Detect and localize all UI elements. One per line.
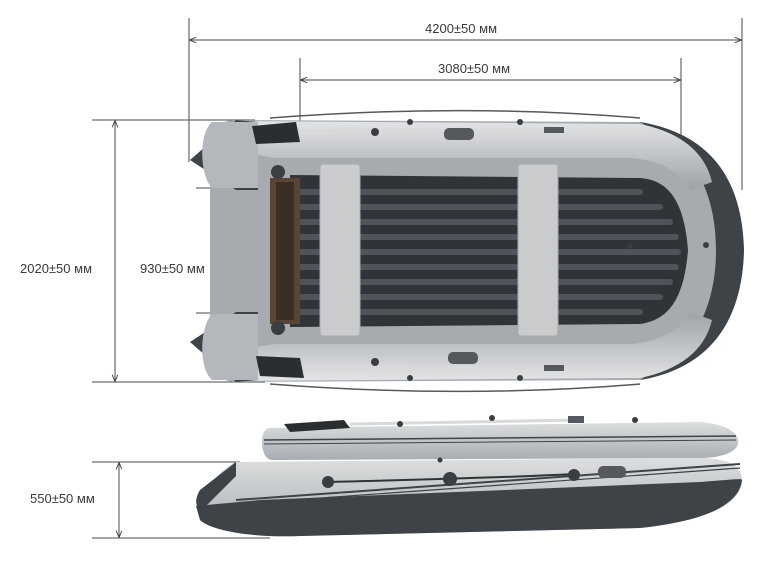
seat-rear: [319, 163, 361, 337]
inner-width-label: 930±50 мм: [138, 261, 207, 276]
boat-side-view: [196, 415, 742, 537]
starboard-tube: [236, 121, 712, 190]
side-oar: [284, 420, 350, 432]
side-fittings: [322, 415, 638, 488]
side-stripe-1: [235, 463, 741, 501]
port-tube-end: [202, 314, 258, 380]
seat-front: [517, 163, 559, 337]
overall-width-label: 2020±50 мм: [18, 261, 95, 276]
bow-cone: [640, 122, 744, 380]
rope-bottom: [269, 383, 641, 393]
starboard-tube-end: [202, 122, 258, 188]
side-height-label: 550±50 мм: [28, 491, 97, 506]
fittings: [271, 119, 709, 381]
port-tube: [236, 312, 712, 381]
overall-length-label: 4200±50 мм: [423, 21, 500, 36]
rope-top: [269, 109, 641, 119]
boat-top-view: [190, 109, 744, 393]
side-stripe-2: [235, 467, 741, 505]
bow-dark: [196, 462, 236, 512]
oar-bottom: [256, 356, 564, 378]
far-tube: [261, 422, 739, 460]
oar-top: [252, 122, 564, 144]
keel-strip: [196, 479, 742, 537]
inner-length-label: 3080±50 мм: [436, 61, 513, 76]
